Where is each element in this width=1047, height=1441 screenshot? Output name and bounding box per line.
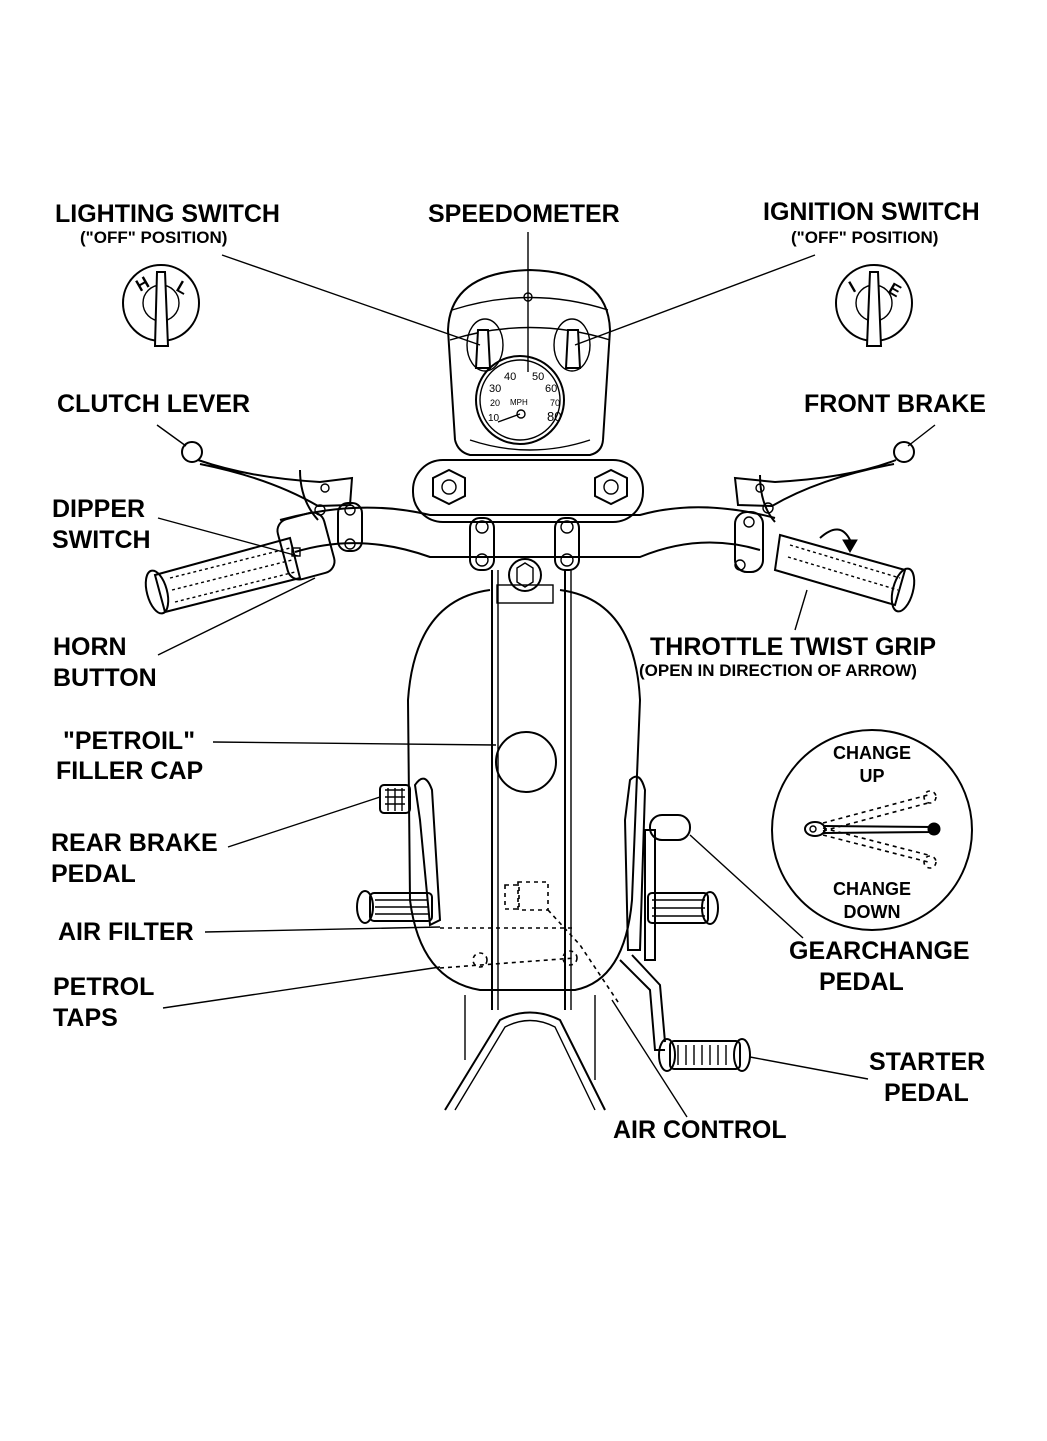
dipper-switch-label-line1: DIPPER — [52, 495, 146, 523]
dipper-switch-label-line2: SWITCH — [52, 526, 151, 554]
horn-button-label-line1: HORN — [53, 633, 127, 661]
right-lower-assembly — [619, 775, 751, 1072]
air-control-label: AIR CONTROL — [613, 1116, 787, 1144]
lighting-key-letter-l: L — [173, 277, 191, 299]
gearchange-inset — [771, 729, 973, 931]
petroil-filler-cap-label-line1: "PETROIL" — [63, 727, 196, 755]
rear-brake-pedal-label-line1: REAR BRAKE — [51, 829, 218, 857]
speedo-tick-80: 80 — [547, 409, 561, 424]
left-lower-assembly — [356, 777, 442, 927]
handlebar-assembly — [279, 459, 776, 604]
left-grip-assembly — [144, 441, 363, 615]
front-brake-label: FRONT BRAKE — [804, 390, 986, 418]
speedometer-label: SPEEDOMETER — [428, 200, 620, 228]
petrol-taps-label-line2: TAPS — [53, 1004, 118, 1032]
throttle-label: THROTTLE TWIST GRIP — [650, 633, 937, 661]
speedo-tick-20: 20 — [490, 398, 500, 408]
gearchange-pedal-label-line1: GEARCHANGE — [789, 937, 970, 965]
headlamp-nacelle: 40 50 30 60 20 70 10 80 MPH — [446, 268, 612, 456]
lighting-switch-note: ("OFF" POSITION) — [80, 228, 228, 247]
rear-brake-pedal-label-line2: PEDAL — [51, 860, 136, 888]
lighting-key-letter-h: H — [133, 273, 153, 296]
leader-lines — [156, 232, 936, 1118]
starter-pedal-label-line1: STARTER — [869, 1048, 986, 1076]
horn-button-label-line2: BUTTON — [53, 664, 157, 692]
change-down-label-line1: CHANGE — [832, 879, 911, 899]
speedo-tick-30: 30 — [489, 383, 501, 395]
ignition-key-letter-i: I — [846, 278, 860, 297]
change-up-label-line2: UP — [859, 766, 885, 786]
speedo-tick-50: 50 — [532, 371, 544, 383]
lighting-switch-inset: H L — [122, 264, 200, 347]
ignition-key-letter-e: E — [885, 279, 904, 301]
ignition-switch-label: IGNITION SWITCH — [763, 198, 980, 226]
speedo-tick-40: 40 — [504, 371, 516, 383]
speedo-tick-10: 10 — [488, 413, 500, 424]
gearchange-pedal-label-line2: PEDAL — [819, 968, 904, 996]
lighting-switch-label: LIGHTING SWITCH — [55, 200, 280, 228]
frame-and-tank — [406, 570, 642, 1111]
clutch-lever-label: CLUTCH LEVER — [57, 390, 251, 418]
speedo-unit: MPH — [510, 398, 528, 407]
air-filter-label: AIR FILTER — [58, 918, 194, 946]
ignition-switch-inset: I E — [835, 264, 913, 347]
petroil-filler-cap-label-line2: FILLER CAP — [56, 757, 204, 785]
throttle-note: (OPEN IN DIRECTION OF ARROW) — [639, 661, 917, 680]
speedo-tick-60: 60 — [545, 383, 557, 395]
ignition-switch-note: ("OFF" POSITION) — [791, 228, 939, 247]
change-down-label-line2: DOWN — [843, 902, 901, 922]
starter-pedal-label-line2: PEDAL — [884, 1079, 969, 1107]
change-up-label-line1: CHANGE — [832, 743, 911, 763]
right-grip-assembly — [733, 441, 916, 613]
petrol-taps-label-line1: PETROL — [53, 973, 155, 1001]
speedo-tick-70: 70 — [550, 398, 560, 408]
